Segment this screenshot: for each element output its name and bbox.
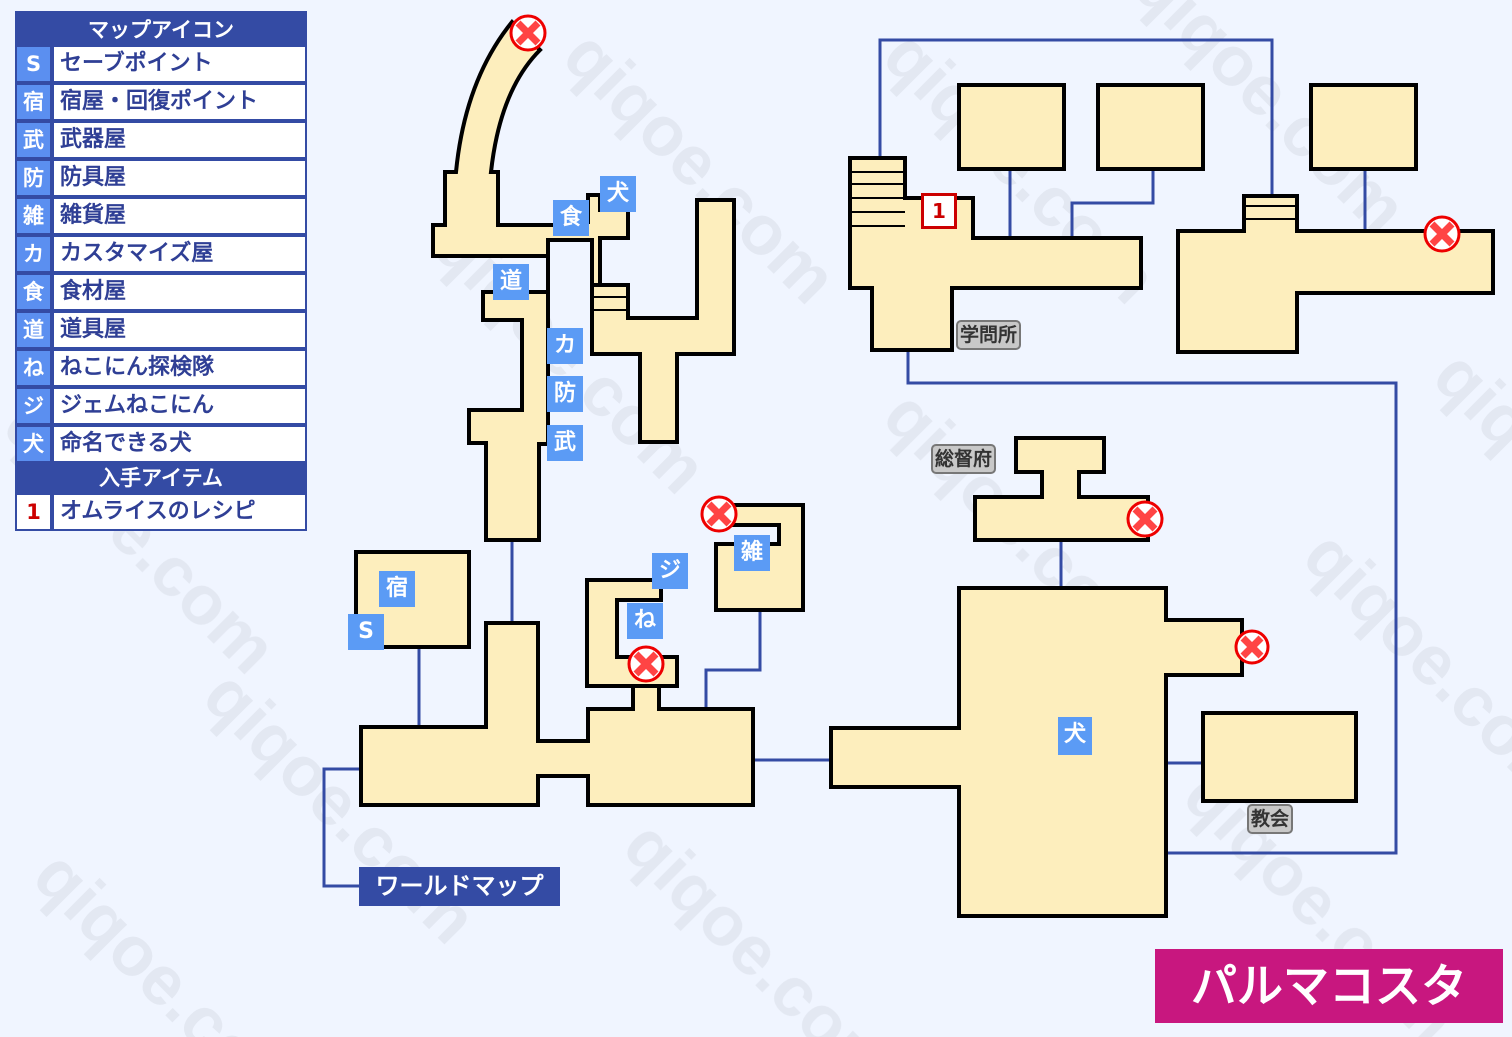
gem-cat-icon: ジ xyxy=(17,389,50,423)
weapon-shop-icon: 武 xyxy=(17,123,50,157)
floor-areas xyxy=(354,19,1495,918)
legend-row-weapon: 武武器屋 xyxy=(17,123,305,157)
legend-row-food: 食食材屋 xyxy=(17,275,305,309)
legend-label: 防具屋 xyxy=(54,161,305,195)
inn-marker[interactable]: 宿 xyxy=(379,571,415,607)
legend-header-items: 入手アイテム xyxy=(99,466,223,490)
governor-label[interactable]: 総督府 xyxy=(931,444,997,474)
stairs xyxy=(592,171,1295,311)
save-icon: S xyxy=(17,47,50,81)
legend-label: カスタマイズ屋 xyxy=(54,237,305,271)
food-shop-marker[interactable]: 食 xyxy=(553,200,589,236)
legend-label: オムライスのレシピ xyxy=(54,495,305,529)
item-1-marker[interactable]: 1 xyxy=(921,193,957,229)
tool-shop-marker[interactable]: 道 xyxy=(493,264,529,300)
world-map-link[interactable]: ワールドマップ xyxy=(359,867,560,906)
legend-label: 武器屋 xyxy=(54,123,305,157)
legend-label: 宿屋・回復ポイント xyxy=(54,85,305,119)
exit-icons xyxy=(509,14,1461,683)
cat-explorer-marker[interactable]: ね xyxy=(627,603,663,639)
legend-label: 雑貨屋 xyxy=(54,199,305,233)
gem-cat-marker[interactable]: ジ xyxy=(652,553,688,589)
svg-text:qiqoe.com: qiqoe.com xyxy=(1419,335,1512,638)
armor-shop-icon: 防 xyxy=(17,161,50,195)
legend-label: 道具屋 xyxy=(54,313,305,347)
food-shop-icon: 食 xyxy=(17,275,50,309)
legend-row-dog: 犬命名できる犬 xyxy=(17,427,305,461)
legend-label: ジェムねこにん xyxy=(54,389,305,423)
legend-label: ねこにん探検隊 xyxy=(54,351,305,385)
dog-icon: 犬 xyxy=(17,427,50,461)
map-title: パルマコスタ xyxy=(1155,949,1503,1023)
legend-row-custom: カカスタマイズ屋 xyxy=(17,237,305,271)
academy-label[interactable]: 学問所 xyxy=(956,320,1022,350)
svg-text:qiqoe.com: qiqoe.com xyxy=(19,835,322,1037)
legend-row-tool: 道道具屋 xyxy=(17,313,305,347)
cat-explorer-icon: ね xyxy=(17,351,50,385)
armor-shop-marker[interactable]: 防 xyxy=(547,376,583,412)
legend-row-gem: ジジェムねこにん xyxy=(17,389,305,423)
legend-row-inn: 宿宿屋・回復ポイント xyxy=(17,85,305,119)
dog-marker-plaza[interactable]: 犬 xyxy=(1058,717,1092,755)
inn-icon: 宿 xyxy=(17,85,50,119)
legend-label: 命名できる犬 xyxy=(54,427,305,461)
save-point-marker[interactable]: S xyxy=(348,614,384,650)
item-number-icon: 1 xyxy=(17,495,50,529)
customize-shop-icon: カ xyxy=(17,237,50,271)
customize-shop-marker[interactable]: カ xyxy=(547,328,583,364)
legend-header-icons: マップアイコン xyxy=(88,18,234,42)
svg-text:qiqoe.com: qiqoe.com xyxy=(609,805,912,1037)
legend-label: 食材屋 xyxy=(54,275,305,309)
tool-shop-icon: 道 xyxy=(17,313,50,347)
church-label[interactable]: 教会 xyxy=(1247,804,1294,834)
legend-row-cat: ねねこにん探検隊 xyxy=(17,351,305,385)
legend-row-general: 雑雑貨屋 xyxy=(17,199,305,233)
dog-marker[interactable]: 犬 xyxy=(600,176,636,212)
weapon-shop-marker[interactable]: 武 xyxy=(547,425,583,461)
legend-label: セーブポイント xyxy=(54,47,305,81)
legend-row-armor: 防防具屋 xyxy=(17,161,305,195)
general-store-marker[interactable]: 雑 xyxy=(734,535,770,571)
general-store-icon: 雑 xyxy=(17,199,50,233)
